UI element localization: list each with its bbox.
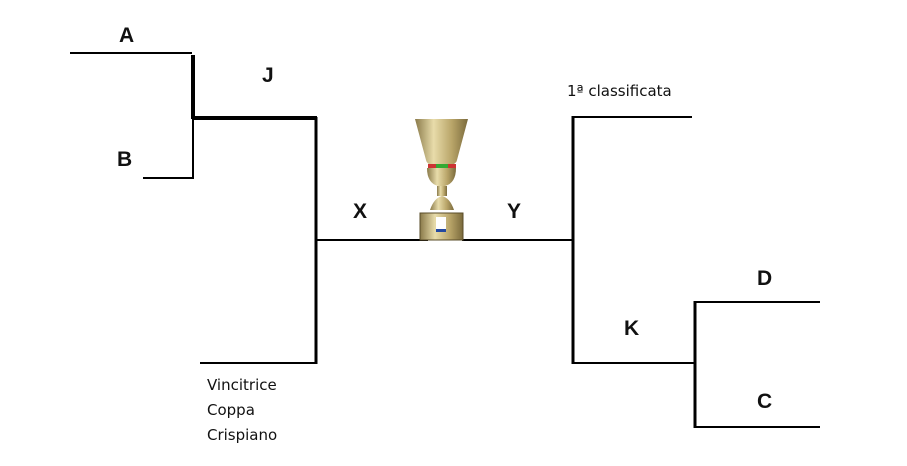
label-cup-winner-line1: Vincitrice: [207, 376, 277, 394]
trophy-icon: [415, 119, 468, 241]
label-c: C: [757, 390, 773, 413]
label-a: A: [119, 24, 135, 47]
label-cup-winner: Vincitrice Coppa Crispiano: [207, 373, 277, 448]
label-cup-winner-line2: Coppa: [207, 401, 255, 419]
label-y: Y: [507, 200, 522, 223]
label-first-place: 1ª classificata: [567, 82, 672, 100]
label-j: J: [262, 64, 274, 87]
label-b: B: [117, 148, 133, 171]
label-k: K: [624, 317, 640, 340]
label-d: D: [757, 267, 773, 290]
label-x: X: [353, 200, 368, 223]
label-cup-winner-line3: Crispiano: [207, 426, 278, 444]
